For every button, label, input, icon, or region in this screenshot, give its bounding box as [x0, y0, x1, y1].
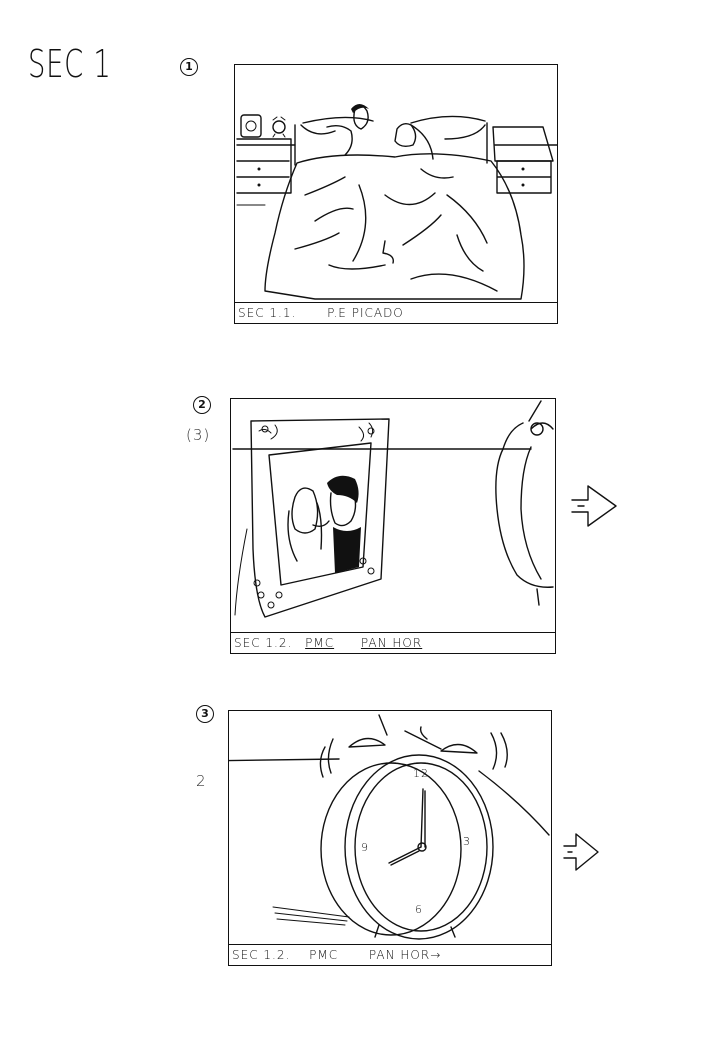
panel-2-number: 2 — [193, 396, 211, 414]
panel-1-caption: SEC 1.1. P.E PICADO — [235, 302, 557, 323]
panel-3-pan-arrow-icon — [563, 833, 599, 871]
panel-2-photo-frame-sketch — [232, 400, 554, 618]
panel-2: SEC 1.2. PMC PAN HOR — [230, 398, 556, 654]
clock-numeral-6: 6 — [415, 903, 423, 916]
clock-numeral-9: 9 — [361, 841, 369, 854]
panel-1-bedroom-sketch — [236, 104, 558, 300]
panel-3-alarm-clock-sketch — [229, 714, 550, 940]
panel-2-pan-arrow-icon — [571, 485, 617, 527]
panel-3: 12 3 6 9 SEC 1.2. PMC PAN HOR→ — [228, 710, 552, 966]
panel-2-alt-number: (3) — [186, 426, 211, 444]
sheet-title: SEC 1 — [28, 42, 112, 86]
panel-1-shot-plane: P.E PICADO — [327, 306, 404, 320]
panel-1-number: 1 — [180, 58, 198, 76]
panel-2-shot-code: SEC 1.2. — [234, 636, 293, 650]
panel-3-shot-plane: PMC — [309, 948, 339, 962]
panel-1: SEC 1.1. P.E PICADO — [234, 64, 558, 324]
panel-3-camera-movement: PAN HOR→ — [368, 948, 442, 962]
clock-numeral-3: 3 — [463, 835, 471, 848]
panel-3-caption: SEC 1.2. PMC PAN HOR→ — [229, 944, 551, 965]
panel-3-shot-code: SEC 1.2. — [232, 948, 291, 962]
panel-3-alt-number: 2 — [196, 772, 207, 790]
panel-2-camera-movement: PAN HOR — [360, 636, 423, 650]
clock-numeral-12: 12 — [413, 767, 429, 780]
panel-1-shot-code: SEC 1.1. — [238, 306, 297, 320]
panel-2-caption: SEC 1.2. PMC PAN HOR — [231, 632, 555, 653]
panel-3-number: 3 — [196, 705, 214, 723]
panel-2-shot-plane: PMC — [305, 636, 335, 650]
